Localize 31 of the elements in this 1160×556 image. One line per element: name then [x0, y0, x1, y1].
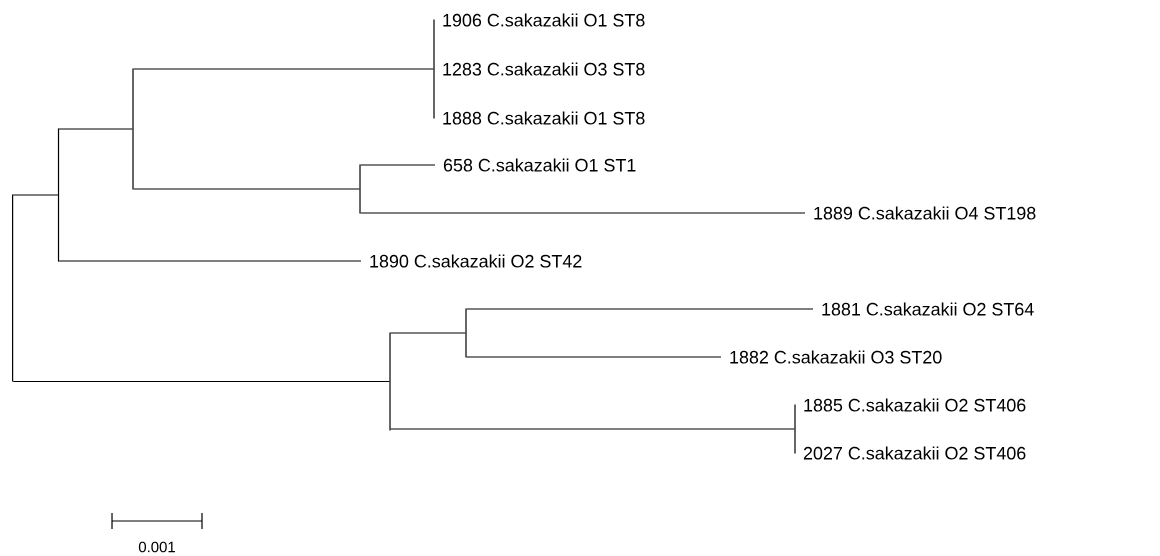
tree-branch [360, 164, 436, 166]
tree-branch [133, 68, 434, 70]
leaf-label: 1885 C.sakazakii O2 ST406 [804, 398, 1026, 412]
scale-label: 0.001 [138, 541, 175, 553]
tree-branch [360, 212, 806, 214]
tree-node-line [359, 164, 361, 214]
leaf-label: 1890 C.sakazakii O2 ST42 [370, 254, 582, 268]
tree-branch [466, 308, 814, 310]
tree-branch [390, 428, 795, 430]
tree-branch [390, 332, 466, 334]
tree-node-line [433, 19, 435, 119]
leaf-label: 1888 C.sakazakii O1 ST8 [443, 111, 645, 125]
tree-node-line [794, 404, 796, 454]
tree-branch [58, 128, 133, 130]
leaf-label: 658 C.sakazakii O1 ST1 [443, 158, 636, 172]
tree-node-line [12, 194, 14, 382]
leaf-label: 1889 C.sakazakii O4 ST198 [814, 206, 1036, 220]
tree-node-line [57, 128, 60, 262]
leaf-label: 1882 C.sakazakii O3 ST20 [730, 350, 942, 364]
leaf-label: 2027 C.sakazakii O2 ST406 [803, 446, 1026, 460]
tree-node-line [132, 68, 134, 190]
leaf-label: 1906 C.sakazakii O1 ST8 [443, 13, 645, 27]
tree-branch [58, 260, 362, 262]
tree-branch [466, 356, 722, 358]
tree-branch [12, 380, 390, 383]
tree-node-line [465, 308, 467, 358]
leaf-label: 1283 C.sakazakii O3 ST8 [443, 62, 645, 76]
tree-branch [12, 194, 59, 196]
tree-node-line [389, 332, 391, 431]
tree-branch [133, 188, 360, 190]
leaf-label: 1881 C.sakazakii O2 ST64 [822, 302, 1034, 316]
